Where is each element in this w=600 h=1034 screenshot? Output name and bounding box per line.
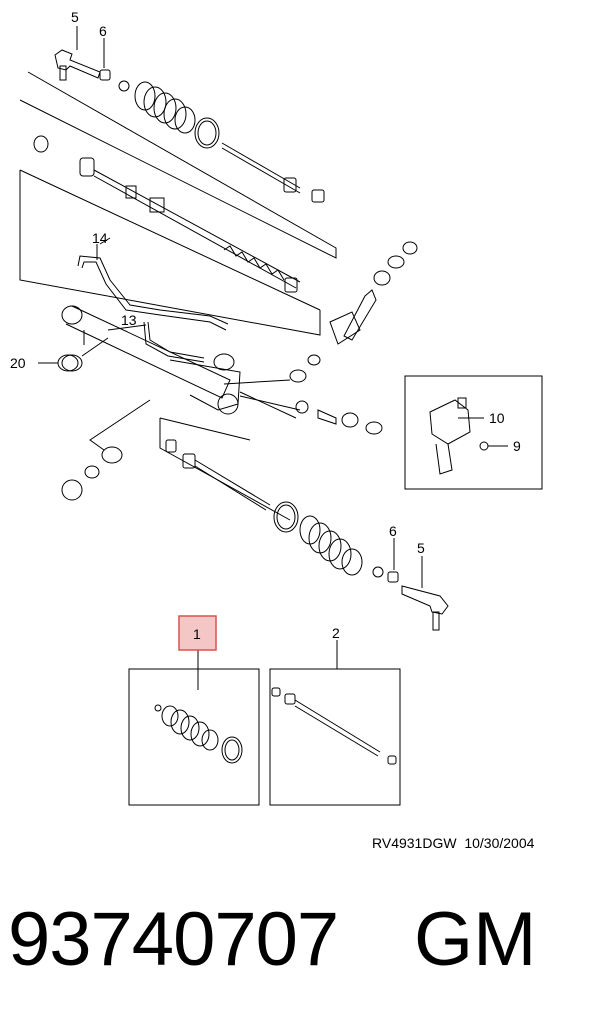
drawing-code: RV4931DGW xyxy=(372,835,457,851)
callout-14: 14 xyxy=(92,230,108,246)
boot-top xyxy=(134,81,196,134)
ring-top xyxy=(194,117,220,149)
pinion-assembly xyxy=(223,241,418,419)
boot-bottom xyxy=(299,515,363,576)
callout-leaders xyxy=(99,237,480,419)
lower-kit-outline xyxy=(89,399,291,521)
drawing-date: 10/30/2004 xyxy=(464,835,535,851)
callout-5-bottom: 5 xyxy=(417,540,425,556)
callout-2: 2 xyxy=(332,625,340,641)
transfer-pipe-13 xyxy=(143,321,205,363)
ring-bottom xyxy=(273,501,299,533)
part-number: 93740707 xyxy=(8,897,339,982)
callout-10: 10 xyxy=(489,410,505,426)
callout-13: 13 xyxy=(121,312,137,328)
callout-20: 20 xyxy=(10,355,26,371)
nut-bottom xyxy=(372,538,399,583)
callout-9: 9 xyxy=(513,438,521,454)
tie-rod-end-bottom xyxy=(401,556,449,631)
kit-box-1 xyxy=(128,650,260,806)
left-small-parts xyxy=(61,446,123,501)
callout-1-highlight xyxy=(178,615,217,651)
drawing-reference: RV4931DGW 10/30/2004 xyxy=(372,835,534,851)
nut-top xyxy=(99,38,111,81)
snap-ring-left xyxy=(33,135,49,153)
bushing-20 xyxy=(38,337,109,372)
callout-1: 1 xyxy=(193,626,201,642)
inner-tie-rod-top xyxy=(221,142,325,203)
kit-box-2 xyxy=(269,640,401,806)
upper-tie-rod-kit-outline xyxy=(19,71,337,336)
rack-housing xyxy=(61,305,241,415)
adjuster-parts xyxy=(239,395,383,435)
callout-6-top: 6 xyxy=(99,23,107,39)
valve-detail-inset xyxy=(404,375,543,490)
rack-bar xyxy=(79,157,301,293)
transfer-pipe-14 xyxy=(77,244,229,331)
inner-tie-rod-bottom xyxy=(165,439,271,511)
tie-rod-end-top xyxy=(54,26,101,81)
callout-5-top: 5 xyxy=(71,9,79,25)
clip-top xyxy=(118,80,130,92)
callout-6-bottom: 6 xyxy=(389,523,397,539)
brand-name: GM xyxy=(414,897,537,982)
